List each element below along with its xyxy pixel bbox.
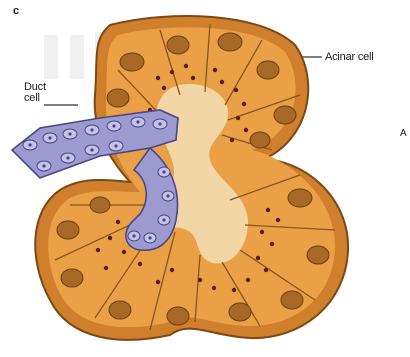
duct-label-line2: cell (24, 93, 64, 104)
duct-cell-label: Duct cell (24, 82, 64, 104)
panel-letter: c (13, 6, 19, 17)
acinar-cell-label: Acinar cell (325, 52, 374, 63)
cropped-edge-letter: A (400, 128, 406, 139)
